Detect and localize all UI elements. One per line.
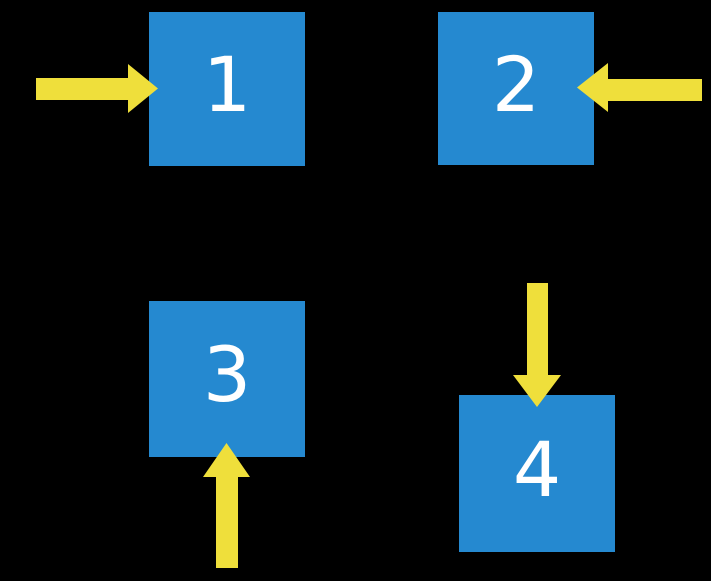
square-1: 1 [149, 12, 305, 166]
arrow-right-icon [36, 64, 158, 113]
square-4: 4 [459, 395, 615, 552]
square-2-label: 2 [491, 39, 541, 129]
arrow-up-icon [203, 443, 250, 568]
square-2: 2 [438, 12, 594, 165]
square-3: 3 [149, 301, 305, 457]
square-3-label: 3 [202, 330, 252, 419]
square-1-label: 1 [202, 40, 252, 129]
arrow-down-icon [513, 283, 561, 407]
square-4-label: 4 [512, 424, 562, 514]
arrow-left-icon [577, 63, 702, 112]
